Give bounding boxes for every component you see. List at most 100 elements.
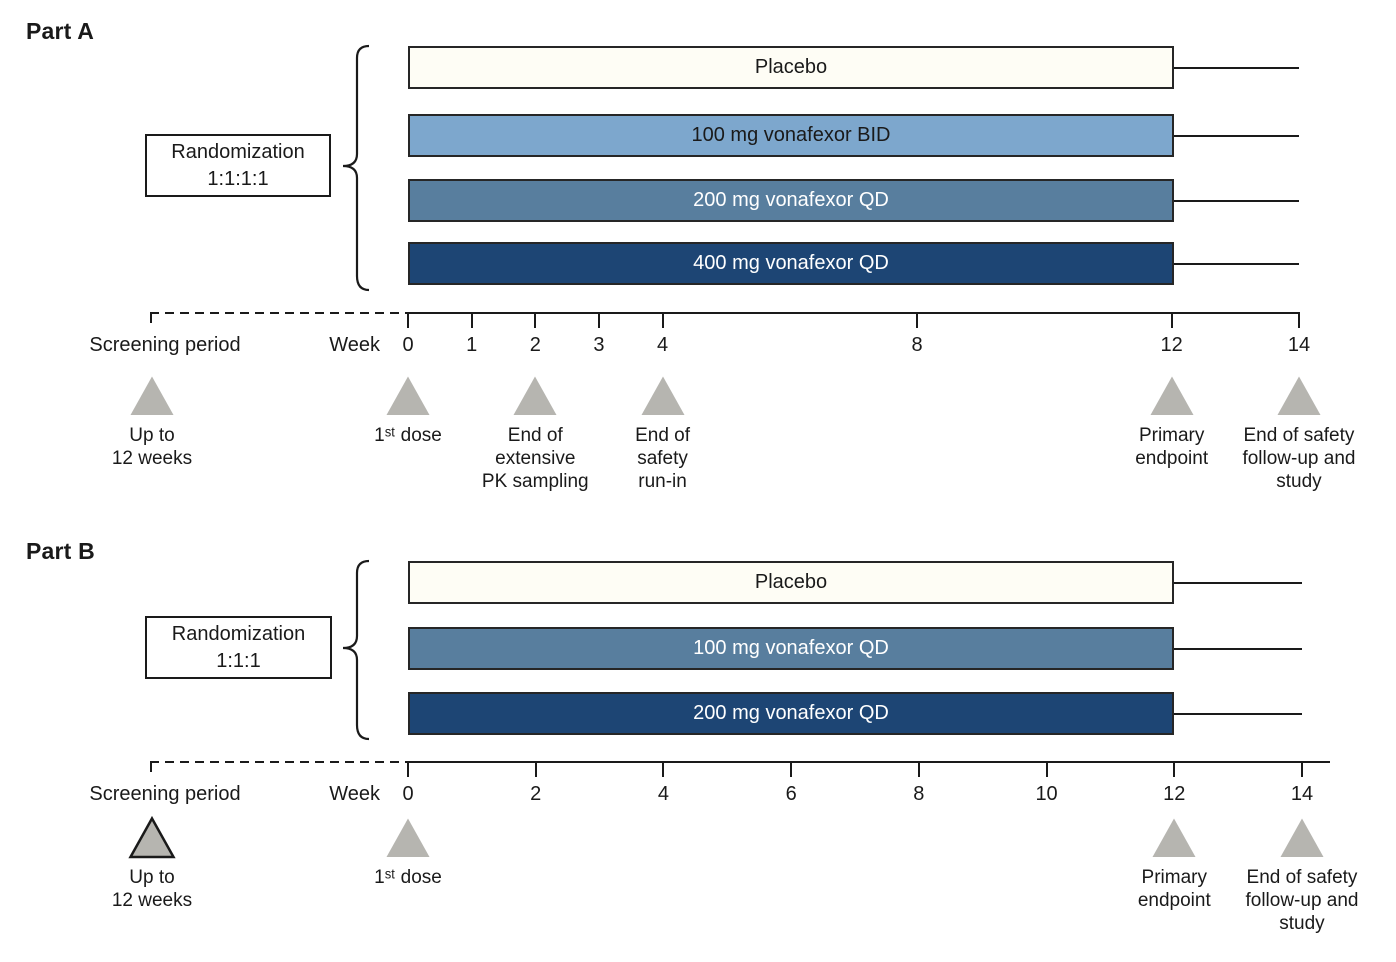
milestone-caption-line: follow-up and [1242,448,1356,469]
axis-tick-label: 12 [1160,334,1183,356]
arm-extension-line [1174,712,1302,715]
axis-tick-label: 12 [1163,783,1186,805]
week-axis-label: Week [329,334,380,356]
week-axis-label: Week [329,783,380,805]
milestone-caption-line: follow-up and [1245,890,1359,911]
axis-tick [407,761,409,777]
arm-label: Placebo [754,56,828,78]
arm-label: 200 mg vonafexor QD [693,189,889,211]
axis-tick [407,312,409,328]
milestone-triangle-icon [386,818,430,857]
arm-label: Placebo [754,571,828,593]
milestone-triangle-icon [1150,376,1194,415]
randomization-brace [342,44,370,292]
milestone-caption-line: End of [635,425,691,446]
milestone-triangle-icon [130,376,174,415]
treatment-arm-bar: 100 mg vonafexor BID [408,114,1174,157]
milestone-caption-line: Up to [129,425,175,446]
axis-tick-label: 1 [466,334,478,356]
screening-start-tick [150,312,152,323]
milestone-caption-line: End of safety [1246,867,1358,888]
axis-tick [1045,761,1048,777]
randomization-label-line1: Randomization [171,140,305,163]
axis-tick [534,312,537,328]
treatment-arm-bar: 200 mg vonafexor QD [408,692,1174,735]
axis-tick-label: 6 [785,783,797,805]
randomization-label-line1: Randomization [171,622,306,645]
milestone-caption-line: study [1279,913,1325,934]
milestone-triangle-icon [1280,818,1324,857]
treatment-arm-bar: Placebo [408,561,1174,604]
milestone-caption-line: 12 weeks [111,890,193,911]
milestone-caption-line: study [1276,471,1322,492]
milestone-caption-line: Up to [129,867,175,888]
axis-tick [790,761,793,777]
arm-extension-line [1174,199,1299,202]
axis-tick-label: 0 [402,783,414,805]
axis-tick [917,761,920,777]
axis-tick [916,312,919,328]
milestone-caption-line: run-in [638,471,687,492]
timeline-axis [408,312,1299,314]
milestone-triangle-icon [1152,818,1196,857]
axis-tick [1297,312,1300,328]
axis-tick [470,312,473,328]
treatment-arm-bar: 400 mg vonafexor QD [408,242,1174,285]
axis-tick [534,761,537,777]
milestone-triangle-icon [128,815,176,859]
arm-label: 200 mg vonafexor QD [693,702,889,724]
milestone-caption-line: endpoint [1135,448,1209,469]
arm-label: 100 mg vonafexor QD [693,637,889,659]
milestone-caption-line: Primary [1141,867,1207,888]
axis-tick-label: 2 [530,783,542,805]
treatment-arm-bar: Placebo [408,46,1174,89]
axis-tick-label: 8 [913,783,925,805]
arm-extension-line [1174,581,1302,584]
axis-tick-label: 14 [1290,783,1314,805]
treatment-arm-bar: 100 mg vonafexor QD [408,627,1174,670]
milestone-caption-line: End of [507,425,563,446]
axis-tick-label: 14 [1287,334,1311,356]
part-title: Part A [26,18,95,44]
arm-extension-line [1174,134,1299,137]
randomization-brace [342,559,370,741]
milestone-caption-line: PK sampling [481,471,589,492]
screening-dashed-line [150,312,408,314]
treatment-arm-bar: 200 mg vonafexor QD [408,179,1174,222]
arm-label: 100 mg vonafexor BID [691,124,891,146]
milestone-caption-line: safety [637,448,688,469]
milestone-triangle-icon [513,376,557,415]
axis-tick-label: 3 [593,334,605,356]
arm-label: 400 mg vonafexor QD [693,252,889,274]
timeline-axis [408,761,1330,763]
milestone-caption-line: 12 weeks [111,448,193,469]
screening-period-label: Screening period [89,334,241,356]
axis-tick [1300,761,1303,777]
milestone-triangle-icon [1277,376,1321,415]
milestone-triangle-icon [641,376,685,415]
axis-tick [597,312,600,328]
axis-tick-label: 4 [656,334,669,356]
milestone-caption-line: 1ˢᵗ dose [374,425,442,446]
part-title: Part B [26,538,95,564]
arm-extension-line [1174,647,1302,650]
milestone-caption: 1ˢᵗ dose [320,866,496,889]
axis-tick-label: 0 [402,334,414,356]
arm-extension-line [1174,66,1299,69]
screening-dashed-line [150,761,408,763]
axis-tick [661,312,664,328]
axis-tick [662,761,665,777]
milestone-triangle-icon [386,376,430,415]
milestone-caption-line: endpoint [1137,890,1211,911]
milestone-caption-line: End of safety [1243,425,1355,446]
axis-tick-label: 8 [911,334,923,356]
